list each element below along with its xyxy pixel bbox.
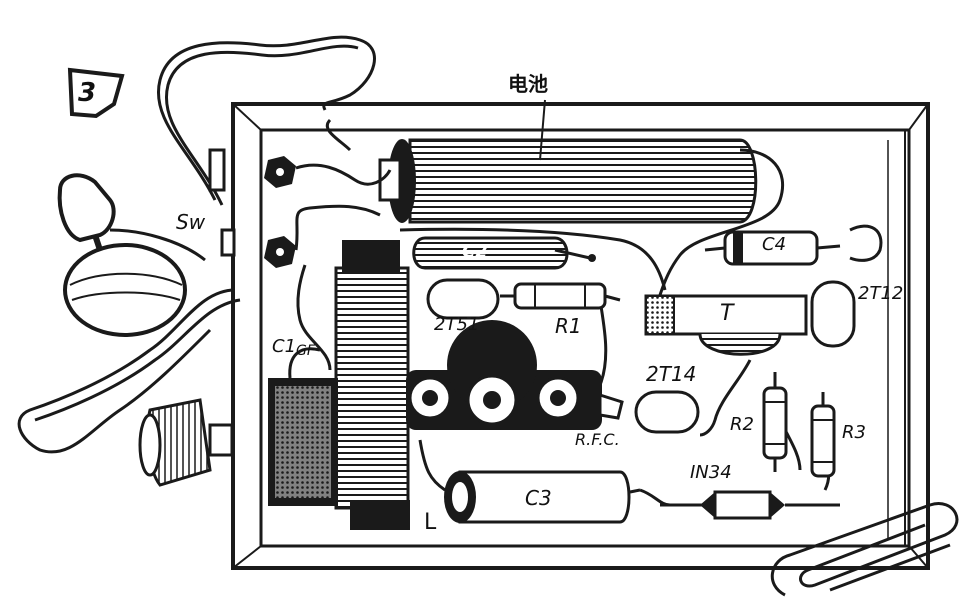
- switch-sw: [208, 148, 236, 257]
- r1-label: R1: [555, 314, 582, 338]
- r2-label: R2: [730, 414, 754, 435]
- switch-label: Sw: [176, 210, 206, 234]
- figure-number: 3: [78, 78, 97, 108]
- twisted-lead-wires: [17, 35, 376, 454]
- capacitor-c3: [444, 470, 641, 524]
- tuning-knob: [138, 398, 234, 487]
- resistor-r2: [762, 372, 788, 472]
- resistor-r1: [500, 282, 621, 310]
- figure-number-badge: [67, 67, 125, 119]
- terminals: [264, 156, 296, 268]
- diode-in34: [660, 490, 840, 520]
- c1-label: C1: [272, 336, 297, 357]
- transistor-2t14-label: 2T14: [646, 362, 697, 386]
- rf-choke-label: R.F.C.: [575, 430, 620, 449]
- diode-label: IN34: [690, 462, 732, 483]
- resistor-r3: [810, 392, 836, 478]
- socket-ovals: [426, 278, 856, 434]
- earphone: [57, 173, 187, 337]
- capacitor-c2: [412, 236, 596, 270]
- r3-label: R3: [842, 422, 866, 443]
- paper-clip: [770, 502, 959, 597]
- transformer-t: [644, 294, 808, 356]
- capacitor-c4: [704, 230, 841, 266]
- transistor-2t12-label: 2T12: [858, 283, 904, 304]
- c1-extra-label: GF: [296, 343, 315, 359]
- transformer-label: T: [720, 301, 734, 326]
- inductor-label: L: [424, 510, 437, 535]
- battery-label: 电池: [508, 72, 548, 96]
- ferrite-antenna-coil: [334, 240, 410, 530]
- battery: [378, 99, 758, 224]
- c2-label: C2: [462, 241, 488, 262]
- variable-capacitor-c1: [268, 347, 338, 506]
- c4-label: C4: [762, 234, 787, 255]
- c3-label: C3: [525, 486, 552, 510]
- rf-choke: [406, 320, 624, 430]
- transistor-2t51-label: 2T51: [434, 314, 480, 335]
